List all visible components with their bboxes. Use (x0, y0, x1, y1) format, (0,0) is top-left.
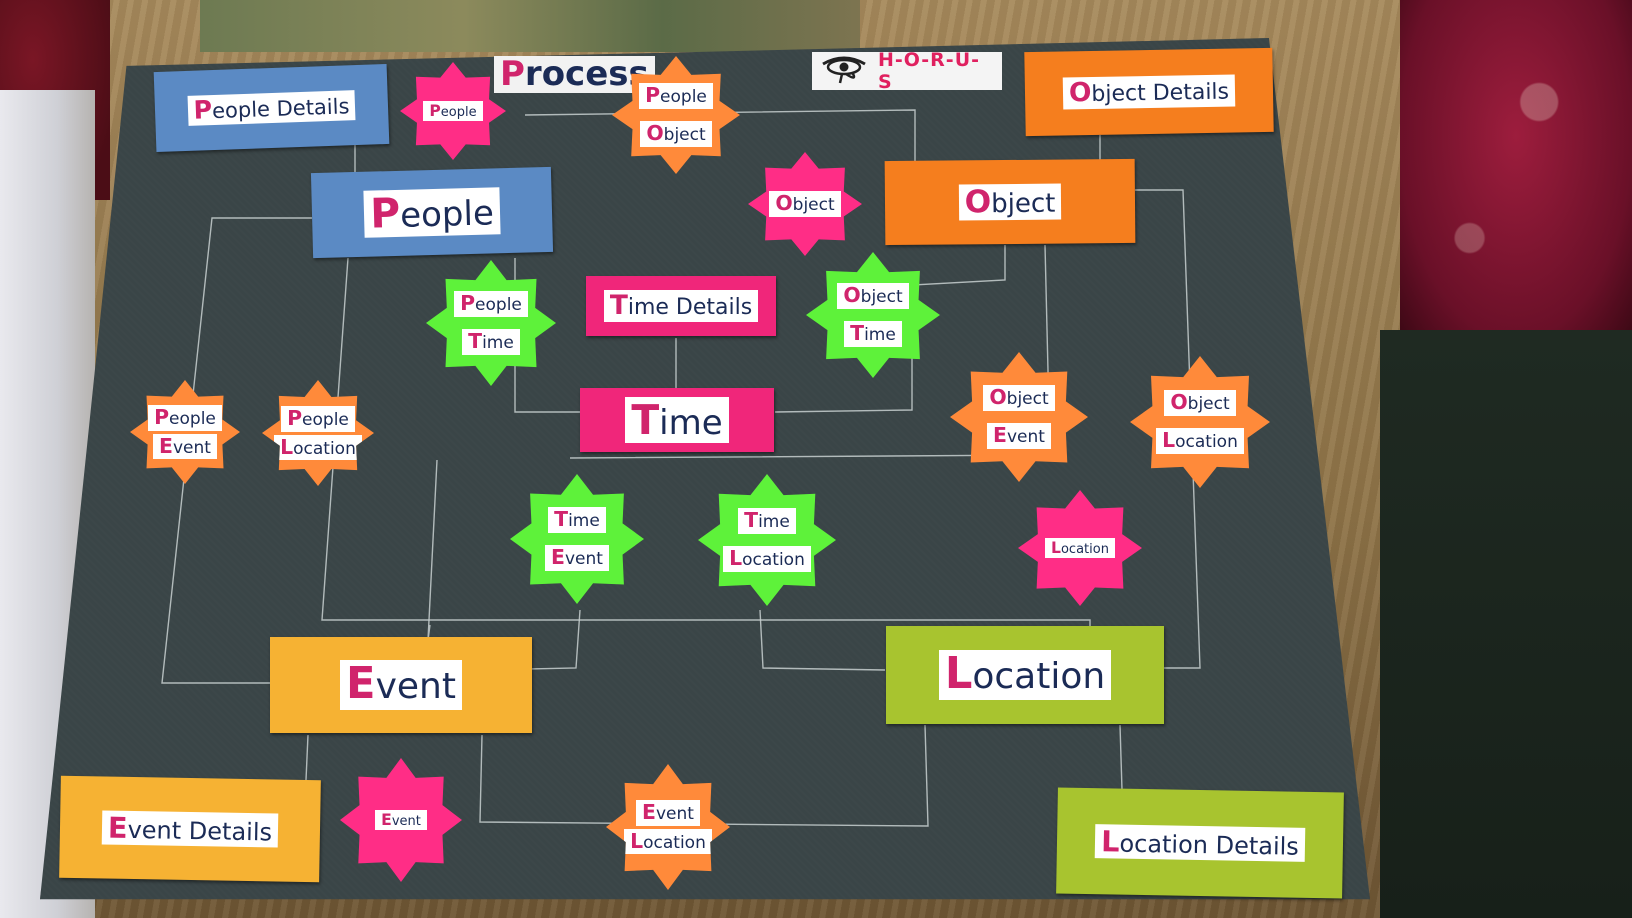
event-card: Event (270, 637, 532, 733)
time-card: Time (580, 388, 774, 452)
people-label: People (363, 187, 501, 238)
brand-name: H-O-R-U-S (878, 49, 981, 93)
star-people-location-label-1: People (281, 405, 355, 432)
star-people-location: People Location (262, 380, 374, 486)
star-object: Object (748, 152, 862, 256)
star-people-time-label-2: Time (462, 329, 520, 355)
star-object-location-label-1: Object (1164, 390, 1236, 416)
star-object-event-label-1: Object (983, 385, 1055, 411)
people-details-label: People Details (187, 89, 356, 127)
location-label: Location (938, 650, 1112, 700)
poster-board (40, 38, 1370, 900)
star-people-object: People Object (612, 56, 740, 174)
time-details-card: Time Details (586, 276, 776, 336)
star-people-location-label-2: Location (274, 434, 362, 461)
star-people-time-label-1: People (454, 291, 528, 317)
time-details-label: Time Details (603, 290, 759, 322)
red-cushion-right (1400, 0, 1632, 340)
star-object-event: Object Event (950, 352, 1088, 482)
people-details-card: People Details (153, 63, 390, 153)
photo-frame-top (200, 0, 860, 52)
star-people-object-label-1: People (639, 83, 713, 109)
star-time-location-label-1: Time (738, 508, 796, 534)
event-details-label: Event Details (101, 810, 279, 848)
star-location: Location (1018, 490, 1142, 606)
star-time-event: Time Event (510, 474, 644, 604)
star-time-location-label-2: Location (723, 546, 811, 572)
star-object-time-label-1: Object (837, 283, 909, 309)
horus-brand: H-O-R-U-S (812, 49, 1002, 93)
star-time-event-label-1: Time (548, 507, 606, 533)
star-location-label: Location (1045, 537, 1115, 559)
star-object-time-label-2: Time (844, 321, 902, 347)
dark-floor-right (1380, 330, 1632, 918)
eye-of-horus-icon (820, 54, 868, 88)
star-people-time: People Time (426, 260, 556, 386)
people-card: People (310, 166, 554, 259)
star-event: Event (340, 758, 462, 882)
object-details-card: Object Details (1024, 47, 1274, 137)
star-event-location: Event Location (606, 764, 730, 890)
star-people-label: People (423, 100, 483, 122)
event-label: Event (340, 660, 462, 710)
star-object-location: Object Location (1130, 356, 1270, 488)
location-details-label: Location Details (1094, 824, 1306, 862)
location-card: Location (886, 626, 1164, 724)
star-object-time: Object Time (806, 252, 940, 378)
location-details-card: Location Details (1056, 787, 1344, 899)
object-card: Object (884, 158, 1136, 246)
star-event-label: Event (375, 809, 427, 831)
star-people-object-label-2: Object (640, 121, 712, 147)
star-object-location-label-2: Location (1156, 428, 1244, 454)
star-time-location: Time Location (698, 474, 836, 606)
object-details-label: Object Details (1062, 74, 1236, 110)
object-label: Object (958, 183, 1062, 221)
star-people: People (400, 62, 506, 160)
process-title: Process (494, 55, 655, 94)
star-object-event-label-2: Event (987, 423, 1051, 449)
time-label: Time (625, 396, 729, 444)
star-event-location-label-2: Location (624, 828, 712, 855)
star-people-event-label-2: Event (153, 433, 217, 460)
event-details-card: Event Details (59, 775, 321, 883)
star-object-label: Object (769, 191, 841, 217)
star-people-event-label-1: People (148, 404, 222, 431)
star-time-event-label-2: Event (545, 545, 609, 571)
star-people-event: People Event (130, 380, 240, 484)
star-event-location-label-1: Event (636, 799, 700, 826)
